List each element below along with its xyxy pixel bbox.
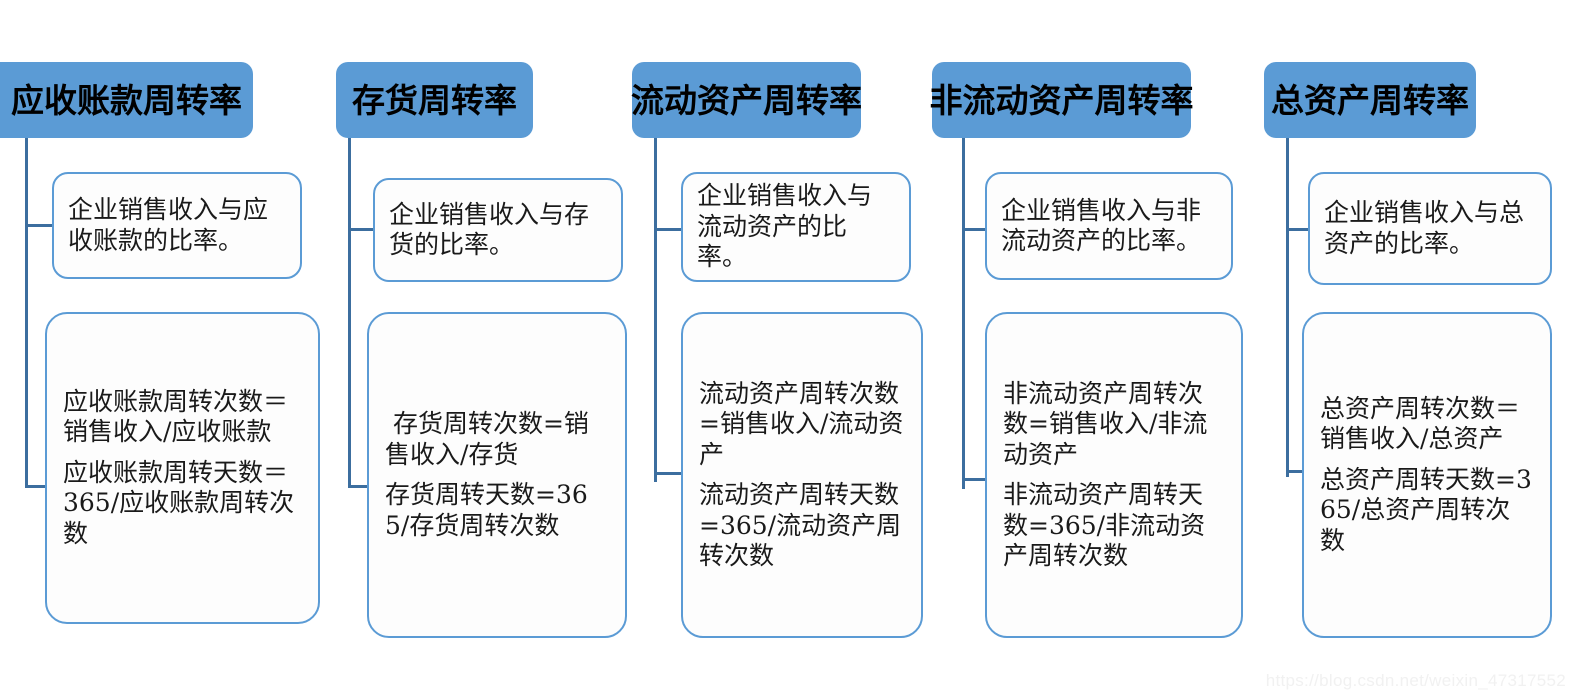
definition-box-inventory-turnover: 企业销售收入与存货的比率。	[373, 178, 623, 282]
header-current-assets-turnover[interactable]: 流动资产周转率	[631, 62, 862, 138]
definition-text: 企业销售收入与应收账款的比率。	[68, 195, 269, 255]
formula-box-inventory-turnover: 存货周转次数=销售收入/存货 存货周转天数=365/存货周转次数	[367, 312, 627, 638]
connector-stub-col5-def	[1286, 228, 1316, 231]
connector-stub-col3-formula	[654, 472, 684, 475]
watermark-text: https://blog.csdn.net/weixin_47317552	[1265, 671, 1566, 690]
connector-vertical-col1	[25, 137, 28, 487]
header-label: 总资产周转率	[1271, 81, 1469, 119]
connector-stub-col5-formula	[1286, 470, 1316, 473]
formula-box-total-assets-turnover: 总资产周转次数＝销售收入/总资产 总资产周转天数=365/总资产周转次数	[1302, 312, 1552, 638]
formula-line-1: 总资产周转次数＝销售收入/总资产	[1320, 393, 1521, 454]
definition-box-accounts-receivable-turnover: 企业销售收入与应收账款的比率。	[52, 172, 302, 279]
formula-line-1: 存货周转次数=销售收入/存货	[385, 409, 589, 469]
formula-box-current-assets-turnover: 流动资产周转次数=销售收入/流动资产 流动资产周转天数=365/流动资产周转次数	[681, 312, 923, 638]
header-label: 非流动资产周转率	[929, 81, 1194, 119]
definition-text: 企业销售收入与流动资产的比率。	[697, 181, 873, 272]
header-accounts-receivable-turnover[interactable]: 应收账款周转率	[0, 62, 253, 138]
definition-box-total-assets-turnover: 企业销售收入与总资产的比率。	[1308, 172, 1552, 285]
connector-vertical-col5	[1286, 137, 1289, 477]
header-label: 流动资产周转率	[631, 81, 862, 119]
connector-stub-col2-formula	[348, 485, 378, 488]
definition-text: 企业销售收入与存货的比率。	[389, 199, 590, 260]
formula-line-2: 流动资产周转天数=365/流动资产周转次数	[699, 480, 902, 570]
header-label: 存货周转率	[352, 81, 517, 119]
formula-line-2: 存货周转天数=365/存货周转次数	[385, 480, 588, 540]
header-non-current-assets-turnover[interactable]: 非流动资产周转率	[929, 62, 1194, 138]
formula-line-2: 非流动资产周转天数=365/非流动资产周转次数	[1003, 480, 1206, 570]
formula-box-accounts-receivable-turnover: 应收账款周转次数＝销售收入/应收账款 应收账款周转天数＝365/应收账款周转次数	[45, 312, 320, 624]
definition-text: 企业销售收入与非流动资产的比率。	[1001, 195, 1202, 256]
formula-line-2: 应收账款周转天数＝365/应收账款周转次数	[63, 457, 295, 548]
connector-vertical-col2	[348, 137, 351, 487]
connector-stub-col2-def	[348, 228, 378, 231]
formula-box-non-current-assets-turnover: 非流动资产周转次数=销售收入/非流动资产 非流动资产周转天数=365/非流动资产…	[985, 312, 1243, 638]
connector-stub-col1-def	[25, 224, 55, 227]
header-inventory-turnover[interactable]: 存货周转率	[336, 62, 533, 138]
definition-box-non-current-assets-turnover: 企业销售收入与非流动资产的比率。	[985, 172, 1233, 280]
connector-vertical-col3	[654, 137, 657, 482]
connector-stub-col4-formula	[962, 478, 992, 481]
definition-text: 企业销售收入与总资产的比率。	[1324, 198, 1525, 258]
header-label: 应收账款周转率	[11, 81, 242, 119]
header-total-assets-turnover[interactable]: 总资产周转率	[1264, 62, 1476, 138]
formula-line-1: 非流动资产周转次数=销售收入/非流动资产	[1003, 378, 1208, 469]
definition-box-current-assets-turnover: 企业销售收入与流动资产的比率。	[681, 172, 911, 282]
formula-line-2: 总资产周转天数=365/总资产周转次数	[1320, 464, 1532, 555]
formula-line-1: 应收账款周转次数＝销售收入/应收账款	[63, 386, 289, 447]
connector-stub-col4-def	[962, 228, 992, 231]
connector-stub-col1-formula	[25, 485, 55, 488]
formula-line-1: 流动资产周转次数=销售收入/流动资产	[699, 378, 904, 469]
connector-vertical-col4	[962, 137, 965, 489]
connector-stub-col3-def	[654, 228, 684, 231]
